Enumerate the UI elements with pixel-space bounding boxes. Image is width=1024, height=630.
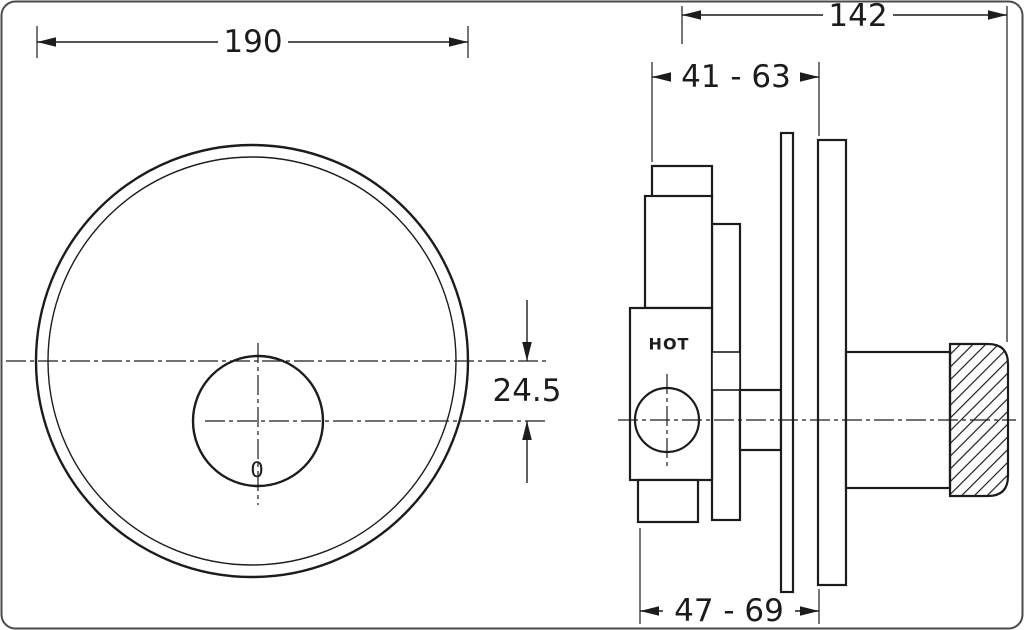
dim-4769-arrow-right <box>800 606 819 616</box>
dim-lower-depth-range: 47 - 69 <box>639 528 820 629</box>
dim-142-value: 142 <box>828 0 887 34</box>
dim-245-arrow-down <box>522 342 532 361</box>
dim-190-arrow-left <box>37 37 56 47</box>
centerlines <box>6 343 1016 505</box>
dim-knob-offset: 24.5 <box>492 300 562 483</box>
dim-190-value: 190 <box>223 24 282 60</box>
valve-top-inlet <box>650 164 714 200</box>
dimensions: 190 24.5 142 41 - 63 <box>36 0 1008 629</box>
valve-upper-body <box>643 194 714 310</box>
dim-4769-value: 47 - 69 <box>674 593 784 629</box>
faceplate-edge <box>779 131 795 594</box>
hot-label: HOT <box>649 335 690 354</box>
dim-245-value: 24.5 <box>492 373 561 409</box>
dim-total-depth: 142 <box>681 0 1008 342</box>
dim-245-arrow-up <box>522 421 532 440</box>
dim-190-arrow-right <box>449 37 468 47</box>
valve-lower-body <box>636 478 700 524</box>
dim-upper-depth-range: 41 - 63 <box>651 59 820 162</box>
dim-4163-arrow-right <box>800 72 819 82</box>
dim-142-arrow-left <box>682 10 701 20</box>
valve-boss-detail <box>711 351 741 391</box>
dim-4769-arrow-left <box>640 606 659 616</box>
dim-faceplate-diameter: 190 <box>36 24 469 60</box>
dim-4163-arrow-left <box>652 72 671 82</box>
mounting-plate-edge <box>816 138 848 587</box>
knob-zero-mark: 0 <box>250 458 263 482</box>
dim-4163-value: 41 - 63 <box>681 59 791 95</box>
side-view: HOT <box>628 131 1010 594</box>
dim-142-arrow-right <box>988 10 1007 20</box>
